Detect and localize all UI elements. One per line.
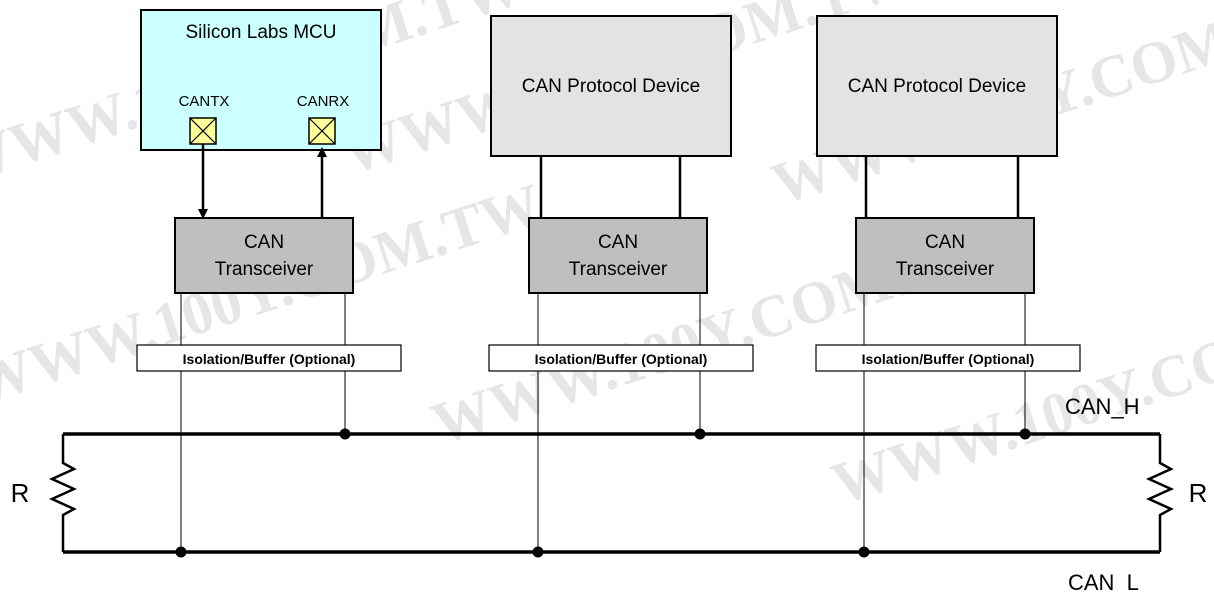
- can-l-label: CAN_L: [1068, 570, 1139, 592]
- can-transceiver-1: CAN Transceiver: [174, 217, 354, 294]
- junction-dot: [1019, 428, 1031, 440]
- transceiver-line1: CAN: [598, 232, 638, 253]
- pin-rx-icon: [308, 117, 336, 145]
- mcu-box: [140, 9, 382, 151]
- isolation-buffer-2: Isolation/Buffer (Optional): [488, 344, 754, 372]
- junction-dot: [694, 428, 706, 440]
- transceiver-line2: Transceiver: [896, 259, 995, 280]
- mcu-block: Silicon Labs MCU CANTX CANRX: [140, 9, 382, 151]
- can-protocol-device-1: CAN Protocol Device: [490, 15, 732, 157]
- mcu-pin-rx-label: CANRX: [297, 93, 350, 110]
- bus-drop-lines: [180, 293, 1026, 552]
- resistor-icon: [48, 434, 78, 552]
- isolation-label: Isolation/Buffer (Optional): [862, 351, 1035, 367]
- isolation-buffer-3: Isolation/Buffer (Optional): [815, 344, 1081, 372]
- junction-dot: [339, 428, 351, 440]
- transceiver-line2: Transceiver: [569, 259, 668, 280]
- can-protocol-device-2: CAN Protocol Device: [816, 15, 1058, 157]
- pin-tx-icon: [189, 117, 217, 145]
- device-label: CAN Protocol Device: [522, 76, 700, 97]
- junction-dot: [858, 546, 870, 558]
- mcu-pin-tx-label: CANTX: [179, 93, 230, 110]
- resistor-label: R: [11, 478, 30, 508]
- transceiver-line1: CAN: [244, 232, 284, 253]
- can-transceiver-3: CAN Transceiver: [855, 217, 1035, 294]
- mcu-title: Silicon Labs MCU: [186, 22, 337, 43]
- junction-dot: [175, 546, 187, 558]
- transceiver-line1: CAN: [925, 232, 965, 253]
- bus-junctions: [175, 428, 1031, 558]
- transceiver-line2: Transceiver: [215, 259, 314, 280]
- can-h-label: CAN_H: [1065, 394, 1140, 419]
- can-transceiver-2: CAN Transceiver: [528, 217, 708, 294]
- terminator-resistor-left: R: [11, 434, 78, 552]
- junction-dot: [532, 546, 544, 558]
- isolation-buffer-1: Isolation/Buffer (Optional): [136, 344, 402, 372]
- device-label: CAN Protocol Device: [848, 76, 1026, 97]
- resistor-icon: [1145, 434, 1175, 552]
- terminator-resistor-right: R: [1145, 434, 1208, 552]
- resistor-label: R: [1189, 478, 1208, 508]
- isolation-label: Isolation/Buffer (Optional): [535, 351, 708, 367]
- isolation-label: Isolation/Buffer (Optional): [183, 351, 356, 367]
